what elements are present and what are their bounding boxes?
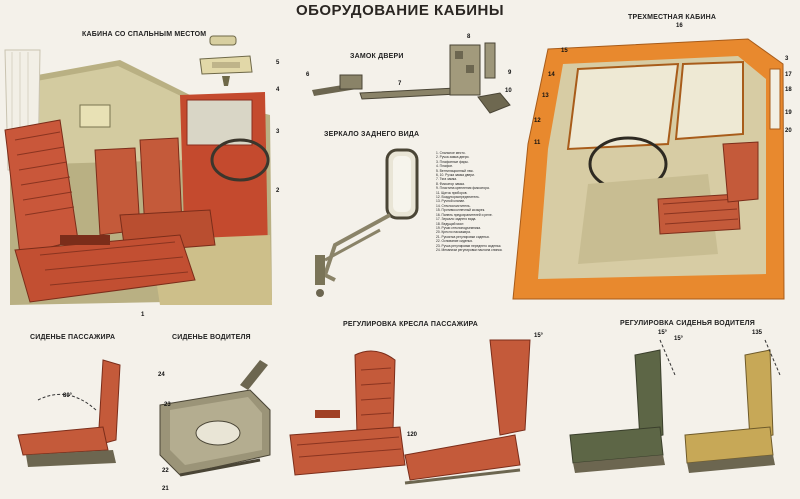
legend-item: 2. Ручка замка двери. (436, 155, 470, 160)
legend-item: 11. Щиток приборов. (436, 190, 468, 195)
legend-item: 21. Рукоятка регулировки сиденья. (436, 234, 490, 239)
legend-item: 5. Вентиляционный люк. (436, 168, 474, 173)
callout-2: 2 (276, 188, 280, 194)
callout-4: 4 (276, 87, 280, 93)
caption-passenger-seat-adjust: РЕГУЛИРОВКА КРЕСЛА ПАССАЖИРА (343, 321, 479, 328)
callout-14: 14 (548, 72, 555, 78)
legend-item: 6, 10. Ручка замка двери. (436, 173, 475, 178)
legend-item: 7. Тяга замка. (436, 177, 458, 182)
callout-5: 5 (276, 60, 280, 66)
callout-3b: 3 (785, 56, 789, 62)
caption-driver-seat: СИДЕНЬЕ ВОДИТЕЛЯ (172, 334, 251, 341)
callout-9: 9 (508, 70, 512, 76)
caption-three-seat-cab: ТРЕХМЕСТНАЯ КАБИНА (628, 14, 717, 21)
callout-24: 24 (158, 372, 165, 378)
driver-seat-base-illustration (159, 360, 271, 477)
poster-title: ОБОРУДОВАНИЕ КАБИНЫ (295, 2, 505, 19)
callout-12: 12 (534, 118, 541, 124)
legend-item: 3. Плафонные фары. (436, 159, 469, 164)
legend-item: 24. Механизм регулировки наклона спинки. (436, 247, 503, 252)
caption-passenger-seat: СИДЕНЬЕ ПАССАЖИРА (30, 334, 116, 341)
driver-seat-adjust-illustration (569, 339, 781, 473)
callout-10: 10 (505, 88, 512, 94)
callout-17: 17 (785, 72, 792, 78)
callout-13: 13 (542, 93, 549, 99)
passenger-seat-angle: 80° (63, 393, 73, 399)
legend-item: 22. Основание сиденья. (436, 239, 473, 244)
legend-item: 12. Воздухораспределитель. (436, 195, 480, 200)
callout-7: 7 (398, 81, 402, 87)
passenger-adjust-seat-value: 120 (407, 432, 418, 438)
legend-item: 1. Спальное место. (436, 151, 466, 155)
callout-11: 11 (534, 140, 541, 146)
callout-8: 8 (467, 34, 471, 40)
caption-rear-mirror: ЗЕРКАЛО ЗАДНЕГО ВИДА (324, 131, 420, 138)
legend-item: 16. Панель предохранителей и реле. (436, 212, 493, 217)
legend-item: 14. Стеклоочиститель. (436, 203, 471, 208)
legend-item: 20. Кресло пассажира. (436, 230, 471, 235)
callout-3: 3 (276, 129, 280, 135)
legend-item: 4. Плафон. (436, 164, 454, 169)
callout-22: 22 (162, 468, 169, 474)
callout-1: 1 (141, 312, 145, 318)
caption-door-lock: ЗАМОК ДВЕРИ (350, 53, 404, 60)
driver-adjust-b: 15° (674, 336, 684, 342)
legend-item: 23. Ручка регулировки переднего сиденья. (436, 243, 502, 248)
callout-23: 23 (164, 402, 171, 408)
callout-21: 21 (162, 486, 169, 492)
sleeper-cab-illustration (4, 49, 272, 305)
legend-item: 8. Фиксатор замка. (436, 181, 465, 186)
driver-adjust-c: 135 (752, 330, 763, 336)
passenger-seat-adjust-illustration (289, 339, 531, 485)
legend-list: 1. Спальное место. 2. Ручка замка двери.… (436, 151, 520, 252)
legend-item: 17. Зеркало заднего вида. (436, 217, 477, 222)
legend-item: 18. Ведущий мост. (436, 221, 465, 226)
passenger-seat-illustration (17, 359, 121, 467)
dome-lamp-illustration (199, 35, 253, 86)
driver-adjust-a: 15° (658, 330, 668, 336)
callout-6: 6 (306, 72, 310, 78)
callout-18: 18 (785, 87, 792, 93)
legend-item: 9. Пластина крепления фиксатора. (436, 186, 490, 191)
callout-16: 16 (676, 23, 683, 29)
passenger-adjust-back-angle: 15° (534, 333, 544, 339)
door-lock-illustration (312, 42, 511, 114)
callout-15: 15 (561, 48, 568, 54)
three-seat-cab-illustration (512, 38, 785, 300)
caption-sleeper-cab: КАБИНА СО СПАЛЬНЫМ МЕСТОМ (82, 31, 207, 38)
caption-driver-seat-adjust: РЕГУЛИРОВКА СИДЕНЬЯ ВОДИТЕЛЯ (620, 320, 755, 327)
legend-item: 19. Ручки стеклоподъемника. (436, 225, 481, 230)
legend-item: 15. Противосолнечный козырек. (436, 208, 486, 213)
callout-19: 19 (785, 110, 792, 116)
rear-mirror-illustration (315, 148, 419, 297)
legend-item: 13. Ручной клапан. (436, 199, 466, 204)
callout-20: 20 (785, 128, 792, 134)
